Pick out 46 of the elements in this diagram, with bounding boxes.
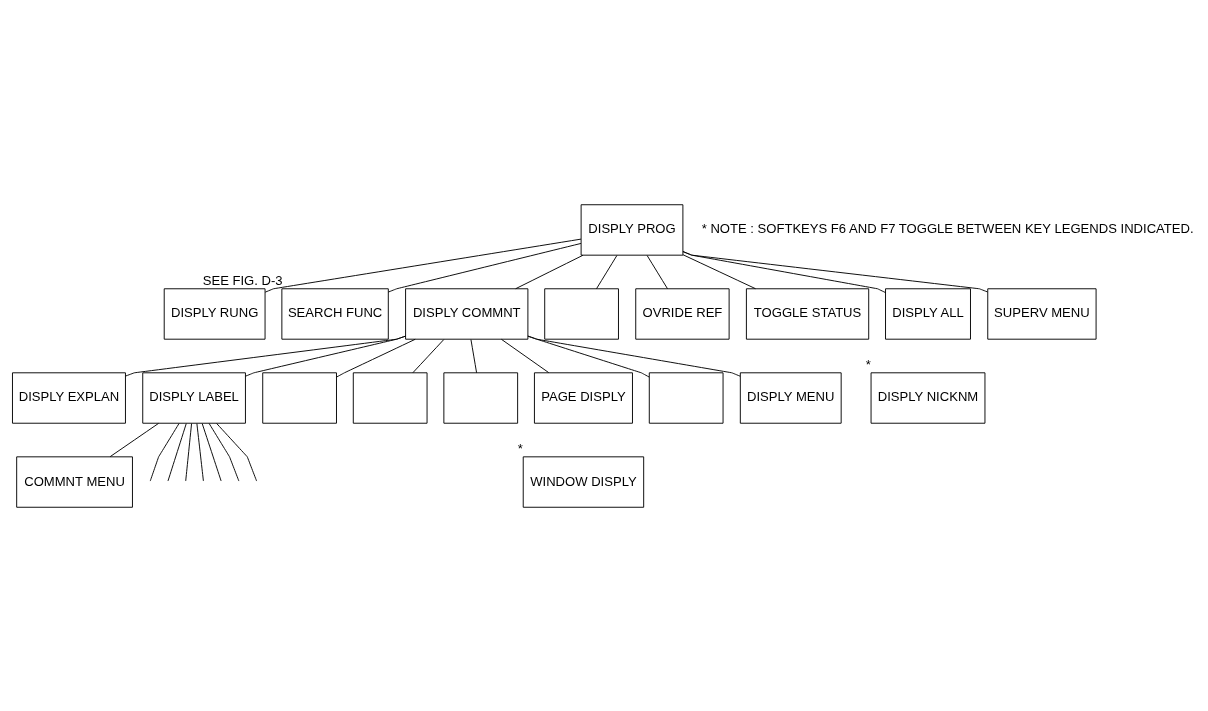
- connector: [245, 335, 407, 377]
- node-label: *: [865, 356, 871, 372]
- connector: [646, 254, 668, 289]
- node-box: [648, 371, 724, 424]
- connector: [185, 422, 193, 481]
- node-box: TOGGLE STATUS: [745, 287, 870, 340]
- connector: [682, 253, 756, 289]
- connector: [167, 422, 187, 481]
- connector: [470, 338, 478, 373]
- node-label: *: [517, 440, 523, 456]
- node-box: WINDOW DISPLY: [522, 455, 645, 508]
- node-box: DISPLY PROG: [580, 203, 684, 256]
- connector: [201, 422, 222, 481]
- connector: [264, 238, 582, 293]
- connector: [149, 422, 180, 482]
- node-box: DISPLY COMMNT: [405, 287, 529, 340]
- node-box: SUPERV MENU: [987, 287, 1097, 340]
- connector: [336, 338, 416, 377]
- connector: [501, 338, 550, 373]
- node-box: DISPLY RUNG: [163, 287, 266, 340]
- node-box: COMMNT MENU: [16, 455, 133, 508]
- connector: [387, 242, 582, 292]
- node-box: [262, 371, 337, 424]
- connector: [596, 254, 618, 289]
- node-box: PAGE DISPLY: [533, 371, 633, 424]
- node-box: [544, 287, 619, 340]
- node-box: DISPLY LABEL: [142, 371, 246, 424]
- node-box: [352, 371, 428, 424]
- node-box: [443, 371, 519, 424]
- connector: [216, 422, 258, 482]
- node-box: DISPLY ALL: [885, 287, 971, 340]
- node-box: DISPLY EXPLAN: [12, 371, 126, 424]
- node-box: DISPLY MENU: [739, 371, 842, 424]
- connector: [412, 338, 445, 373]
- connector: [208, 422, 240, 482]
- node-box: SEARCH FUNC: [281, 287, 389, 340]
- label: * NOTE : SOFTKEYS F6 AND F7 TOGGLE BETWEEN KEY LEGENDS INDICATED.: [701, 220, 1194, 236]
- node-label: SEE FIG. D-3: [202, 272, 283, 288]
- connector: [125, 335, 407, 377]
- node-box: OVRIDE REF: [635, 287, 730, 340]
- connector: [109, 422, 159, 457]
- connector: [527, 335, 741, 377]
- connector: [682, 250, 988, 292]
- connector: [515, 254, 584, 289]
- connector: [196, 422, 204, 481]
- node-box: DISPLY NICKNM: [870, 371, 986, 424]
